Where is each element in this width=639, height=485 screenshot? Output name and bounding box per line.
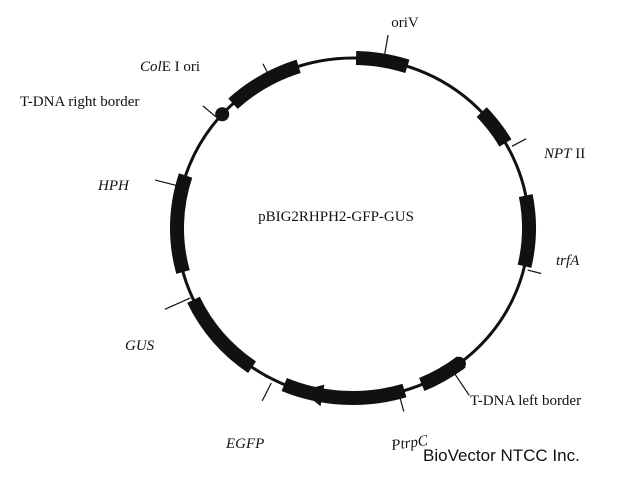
label-npt: NPT II bbox=[543, 146, 585, 162]
feature-segments bbox=[170, 51, 536, 407]
tick-oriv bbox=[384, 34, 389, 55]
segment-egfp bbox=[281, 377, 407, 405]
label-tdna-right: T-DNA right border bbox=[20, 94, 139, 110]
tick-tdna-right bbox=[202, 105, 218, 118]
segment-ptrpc bbox=[418, 356, 466, 391]
label-trfa: trfA bbox=[556, 253, 580, 269]
label-hph: HPH bbox=[97, 178, 130, 194]
segment-oriv bbox=[355, 51, 410, 74]
tick-gus bbox=[164, 297, 191, 310]
label-cole1: ColE I ori bbox=[140, 59, 200, 75]
tick-npt bbox=[511, 138, 527, 147]
segment-trfa bbox=[517, 194, 536, 268]
label-ptrpc: PtrpC bbox=[389, 433, 430, 454]
segment-npt bbox=[476, 107, 512, 147]
tick-cole1 bbox=[262, 63, 269, 73]
marker-tdna-right bbox=[215, 107, 230, 122]
label-tdna-left: T-DNA left border bbox=[470, 393, 581, 409]
label-oriv: oriV bbox=[391, 15, 419, 31]
label-egfp: EGFP bbox=[225, 436, 264, 452]
tick-tdna-left bbox=[452, 370, 470, 396]
tick-trfa bbox=[527, 269, 542, 275]
label-leader-lines bbox=[154, 34, 542, 412]
tick-egfp bbox=[261, 382, 272, 402]
tick-ptrpc bbox=[399, 395, 405, 412]
tick-hph bbox=[154, 179, 179, 187]
label-gus: GUS bbox=[125, 338, 155, 354]
watermark-text: BioVector NTCC Inc. bbox=[423, 446, 580, 465]
segment-cole1 bbox=[228, 59, 301, 109]
segment-hph bbox=[170, 173, 193, 274]
plasmid-name: pBIG2RHPH2-GFP-GUS bbox=[258, 209, 414, 225]
arrow-egfp bbox=[301, 384, 325, 407]
segment-gus bbox=[187, 296, 257, 374]
